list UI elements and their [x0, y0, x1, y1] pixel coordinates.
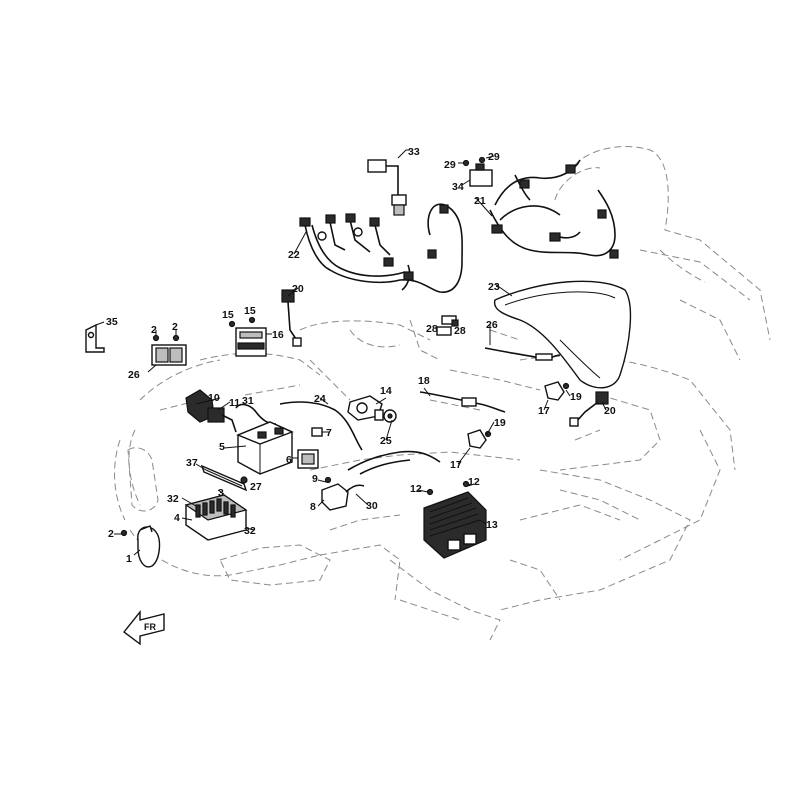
- callout-31: 31: [242, 395, 254, 407]
- callout-24: 24: [314, 393, 326, 405]
- callout-29: 29: [488, 151, 500, 163]
- callout-19: 19: [570, 391, 582, 403]
- part-18-cable: [419, 391, 506, 413]
- callout-32: 32: [244, 525, 256, 537]
- front-direction-arrow-icon: FR: [123, 610, 165, 646]
- callout-26: 26: [128, 369, 140, 381]
- part-1-horn: [120, 525, 161, 568]
- part-33-connector: [367, 149, 410, 216]
- part-20-sensor-top: [281, 289, 302, 347]
- ecu-fins: [429, 497, 481, 537]
- callout-10: 10: [208, 392, 220, 404]
- callout-22: 22: [288, 249, 300, 261]
- part-20-sensor-right: [569, 391, 609, 427]
- part-10-11-switch: [185, 389, 237, 433]
- callout-17: 17: [450, 459, 462, 471]
- callout-37: 37: [186, 457, 198, 469]
- part-8-9-30-starter-relay: [321, 476, 365, 511]
- part-26-cable: [484, 325, 561, 361]
- callout-20: 20: [604, 405, 616, 417]
- direction-arrow-label: FR: [144, 622, 156, 632]
- callout-28: 28: [426, 323, 438, 335]
- callout-6: 6: [286, 454, 292, 466]
- part-26-relay-box: [147, 330, 187, 373]
- part-25-harness: [347, 450, 441, 475]
- callout-4: 4: [174, 512, 180, 524]
- callout-29: 29: [444, 159, 456, 171]
- callout-26: 26: [486, 319, 498, 331]
- callout-32: 32: [167, 493, 179, 505]
- part-23-seat: [493, 280, 632, 389]
- part-5-battery: [236, 421, 294, 475]
- callout-15: 15: [222, 309, 234, 321]
- part-7-relay: [311, 427, 330, 437]
- part-21-rear-harness: [489, 159, 619, 259]
- callout-11: 11: [229, 397, 240, 409]
- callout-8: 8: [310, 501, 316, 513]
- callout-19: 19: [494, 417, 506, 429]
- part-31-cable: [235, 403, 277, 425]
- callout-5: 5: [219, 441, 225, 453]
- part-35-bracket: [85, 321, 105, 353]
- part-22-wiring-harness: [299, 203, 463, 293]
- part-13-ecu: [423, 480, 487, 559]
- callout-2: 2: [151, 324, 157, 336]
- part-28-brackets: [436, 315, 459, 336]
- callout-1: 1: [126, 553, 132, 565]
- callout-14: 14: [380, 385, 392, 397]
- callout-16: 16: [272, 329, 284, 341]
- part-17-19-sensors: [467, 381, 570, 449]
- callout-35: 35: [106, 316, 118, 328]
- callout-33: 33: [408, 146, 420, 158]
- callout-labels: 33 29 29 34 21 22 20 35 15 15 16 2 2 26 …: [106, 146, 616, 565]
- callout-25: 25: [380, 435, 392, 447]
- callout-27: 27: [250, 481, 262, 493]
- callout-17: 17: [538, 405, 550, 417]
- callout-23: 23: [488, 281, 500, 293]
- part-3-4-fuse-box: [181, 489, 255, 541]
- callout-2: 2: [108, 528, 114, 540]
- callout-13: 13: [486, 519, 498, 531]
- callout-7: 7: [326, 427, 332, 439]
- callout-28: 28: [454, 325, 466, 337]
- callout-12: 12: [468, 476, 480, 488]
- callout-30: 30: [366, 500, 378, 512]
- callout-20: 20: [292, 283, 304, 295]
- callout-3: 3: [218, 487, 224, 499]
- part-24-cable: [279, 401, 363, 451]
- callout-18: 18: [418, 375, 430, 387]
- part-37-27-battery-strap: [200, 464, 248, 492]
- fuse-slots: [195, 498, 236, 518]
- callout-9: 9: [312, 473, 318, 485]
- part-16-control-module: [228, 316, 272, 357]
- callout-34: 34: [452, 181, 464, 193]
- part-29-34-relay-group: [458, 155, 495, 187]
- callout-2: 2: [172, 321, 178, 333]
- callout-21: 21: [474, 195, 486, 207]
- callout-15: 15: [244, 305, 256, 317]
- callout-12: 12: [410, 483, 422, 495]
- leader-lines: [114, 197, 607, 535]
- part-14-switch-assembly: [347, 395, 397, 423]
- part-6-relay: [297, 449, 319, 469]
